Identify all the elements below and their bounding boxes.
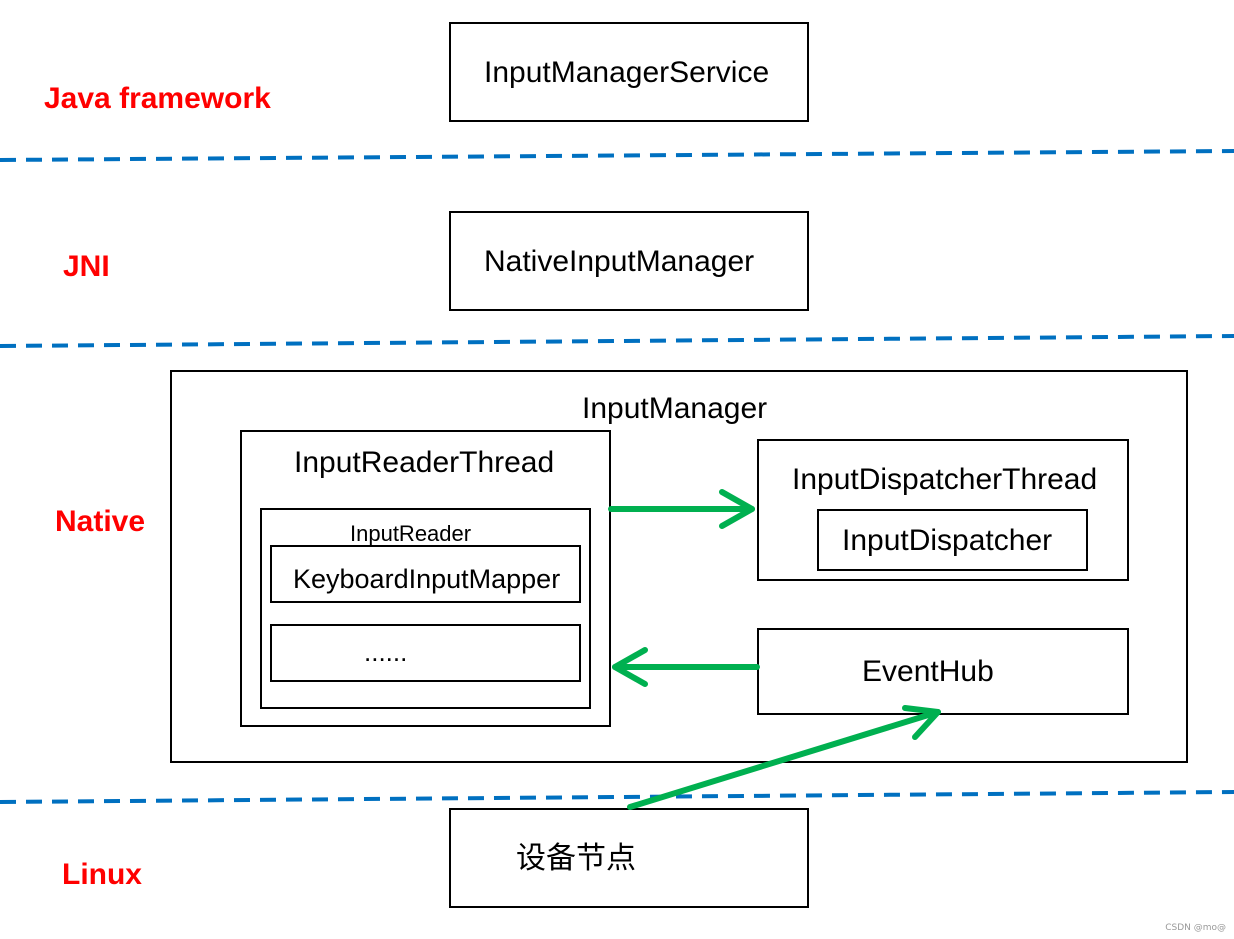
separator-java-jni	[0, 149, 1234, 162]
native-input-manager-box: NativeInputManager	[449, 211, 809, 311]
layer-label-jni: JNI	[63, 250, 110, 283]
layer-label-native: Native	[55, 505, 146, 538]
input-dispatcher-label: InputDispatcher	[842, 524, 1053, 557]
native-input-manager-label: NativeInputManager	[484, 245, 755, 278]
event-hub-label: EventHub	[862, 655, 994, 688]
watermark: CSDN @mo@	[1165, 923, 1226, 933]
more-mappers-box: ......	[270, 624, 581, 682]
layer-label-linux: Linux	[62, 858, 142, 891]
separator-native-linux	[0, 790, 1234, 804]
event-hub-box: EventHub	[757, 628, 1129, 715]
separator-jni-native	[0, 334, 1234, 348]
input-dispatcher-thread-label: InputDispatcherThread	[792, 463, 1098, 496]
input-manager-label: InputManager	[582, 392, 768, 425]
more-mappers-label: ......	[364, 637, 408, 667]
input-manager-service-label: InputManagerService	[484, 56, 770, 89]
input-reader-thread-label: InputReaderThread	[294, 446, 555, 479]
keyboard-input-mapper-label: KeyboardInputMapper	[293, 564, 561, 594]
arrow-eventhub-to-reader	[612, 647, 760, 687]
keyboard-input-mapper-box: KeyboardInputMapper	[270, 545, 581, 603]
arrow-device-to-eventhub	[627, 705, 941, 810]
arrow-reader-to-dispatcher	[608, 489, 755, 529]
device-node-label: 设备节点	[516, 841, 636, 876]
input-reader-label: InputReader	[350, 521, 472, 546]
input-manager-service-box: InputManagerService	[449, 22, 809, 122]
layer-label-java: Java framework	[44, 82, 271, 115]
input-dispatcher-box: InputDispatcher	[817, 509, 1088, 571]
